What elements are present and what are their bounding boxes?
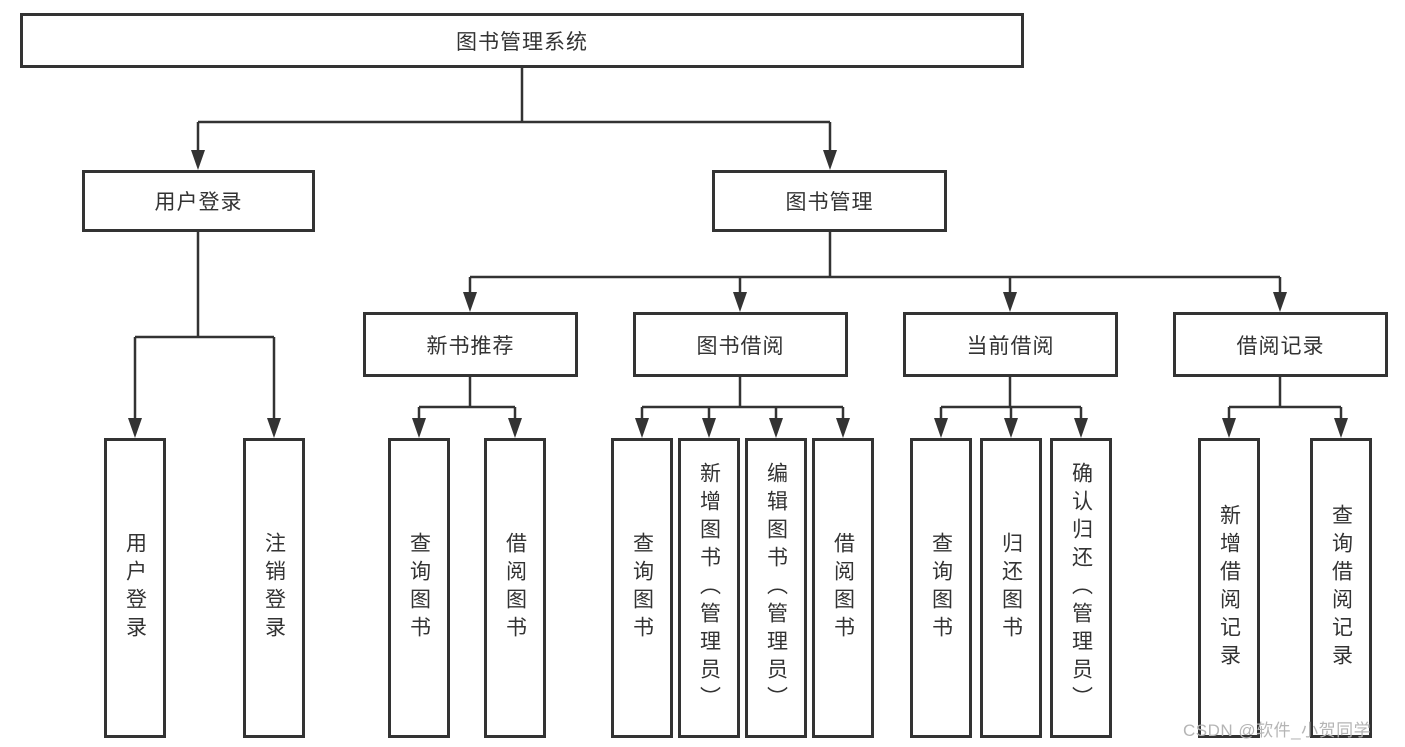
leaf-bb-query-book: 查询图书 (611, 438, 673, 738)
connector-lines (133, 68, 1343, 420)
arrowhead-icon (1222, 418, 1236, 438)
leaf-bb-add-book-admin: 新增图书（管理员） (678, 438, 740, 738)
leaf-cb-return-book: 归还图书 (980, 438, 1042, 738)
leaf-logout: 注销登录 (243, 438, 305, 738)
node-current-borrow: 当前借阅 (903, 312, 1118, 377)
arrowhead-icon (934, 418, 948, 438)
csdn-watermark: CSDN @软件_小贺同学 (1183, 721, 1372, 740)
leaf-rec-query-book: 查询图书 (388, 438, 450, 738)
arrowhead-icon (508, 418, 522, 438)
leaf-rec-borrow-book: 借阅图书 (484, 438, 546, 738)
arrowhead-icon (412, 418, 426, 438)
node-root: 图书管理系统 (20, 13, 1024, 68)
arrowhead-icon (823, 150, 837, 170)
leaf-cb-confirm-return-admin: 确认归还（管理员） (1050, 438, 1112, 738)
arrowhead-icon (267, 418, 281, 438)
arrowhead-icon (1004, 418, 1018, 438)
arrowhead-icon (733, 292, 747, 312)
leaf-bb-edit-book-admin: 编辑图书（管理员） (745, 438, 807, 738)
arrowhead-icon (702, 418, 716, 438)
leaf-br-query-record: 查询借阅记录 (1310, 438, 1372, 738)
leaf-user-login: 用户登录 (104, 438, 166, 738)
arrowhead-icon (769, 418, 783, 438)
node-new-book-recommend: 新书推荐 (363, 312, 578, 377)
arrowhead-icon (191, 150, 205, 170)
leaf-cb-query-book: 查询图书 (910, 438, 972, 738)
arrowhead-icon (128, 418, 142, 438)
arrowhead-icon (635, 418, 649, 438)
leaf-br-add-record: 新增借阅记录 (1198, 438, 1260, 738)
arrowhead-icon (1334, 418, 1348, 438)
arrowheads (128, 150, 1348, 438)
arrowhead-icon (836, 418, 850, 438)
leaf-bb-borrow-book: 借阅图书 (812, 438, 874, 738)
arrowhead-icon (1074, 418, 1088, 438)
node-borrow-records: 借阅记录 (1173, 312, 1388, 377)
arrowhead-icon (1273, 292, 1287, 312)
node-book-borrow: 图书借阅 (633, 312, 848, 377)
arrowhead-icon (463, 292, 477, 312)
node-user-login: 用户登录 (82, 170, 315, 232)
arrowhead-icon (1003, 292, 1017, 312)
node-book-management: 图书管理 (712, 170, 947, 232)
